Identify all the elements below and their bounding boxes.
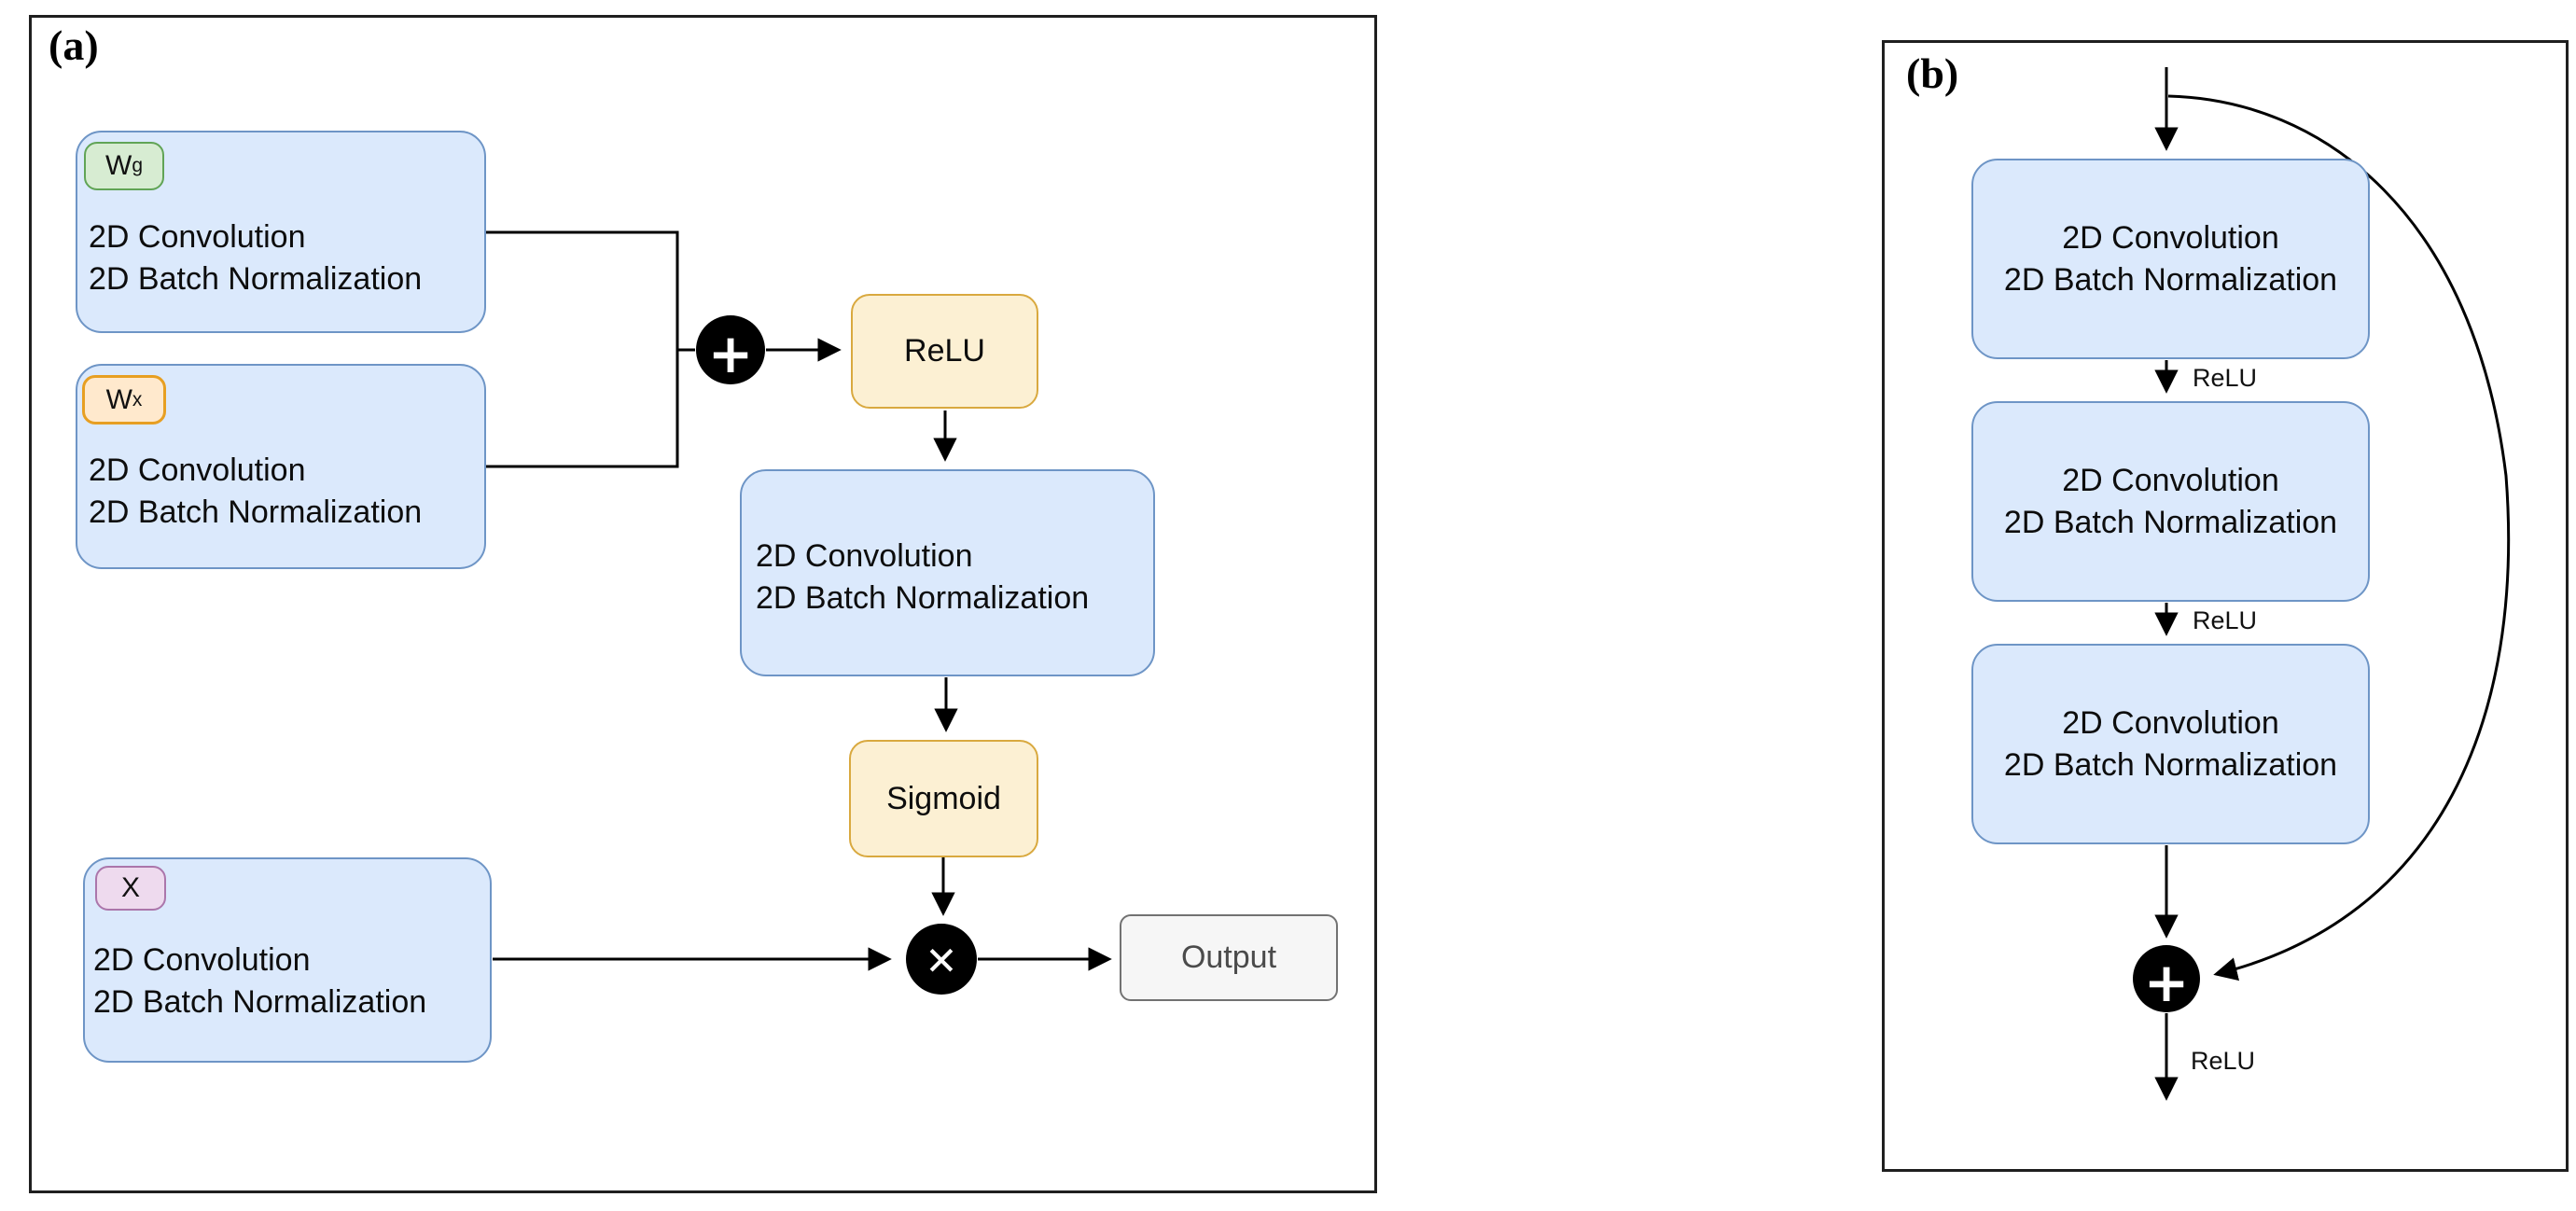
wx-line2: 2D Batch Normalization [89,494,423,530]
panel-a-border [29,15,1377,1193]
panel-b-label: (b) [1906,49,1959,97]
residual-block-2-text: 2D Convolution 2D Batch Normalization [2004,460,2337,544]
relu-inline-label-3: ReLU [2191,1047,2256,1075]
x-tag-main: X [120,872,140,903]
output-box: Output [1120,914,1338,1001]
b3-line1: 2D Convolution [2062,704,2279,741]
relu-label: ReLU [904,333,985,369]
b3-line2: 2D Batch Normalization [2003,746,2338,783]
gate-conv-line1: 2D Convolution [756,538,973,574]
sigmoid-activation-box: Sigmoid [849,740,1038,857]
residual-conv-block-1: 2D Convolution 2D Batch Normalization [1971,159,2370,359]
relu-inline-label-2: ReLU [2193,606,2258,634]
wx-tag-main: W [105,383,132,415]
wx-line1: 2D Convolution [89,452,306,488]
gate-conv-line2: 2D Batch Normalization [756,580,1090,616]
b1-line1: 2D Convolution [2062,219,2279,256]
residual-conv-block-3: 2D Convolution 2D Batch Normalization [1971,644,2370,844]
panel-a-label: (a) [49,21,99,69]
wg-tag-main: W [104,150,132,181]
sigmoid-label: Sigmoid [886,780,1001,816]
wg-line1: 2D Convolution [89,219,306,255]
x-tag: X [95,866,166,911]
gate-conv-text: 2D Convolution 2D Batch Normalization [756,536,1089,619]
wg-line2: 2D Batch Normalization [89,261,423,297]
relu-activation-box: ReLU [851,294,1038,409]
wx-conv-block [76,364,486,569]
residual-conv-block-2: 2D Convolution 2D Batch Normalization [1971,401,2370,602]
relu-inline-label-1: ReLU [2193,364,2258,392]
b1-line2: 2D Batch Normalization [2003,261,2338,298]
b2-line2: 2D Batch Normalization [2003,504,2338,540]
output-label: Output [1180,940,1277,975]
b2-line1: 2D Convolution [2062,462,2279,498]
x-block-text: 2D Convolution 2D Batch Normalization [93,940,426,1023]
panel-b-border [1882,40,2569,1172]
residual-block-3-text: 2D Convolution 2D Batch Normalization [2004,703,2337,786]
wx-block-text: 2D Convolution 2D Batch Normalization [89,450,422,534]
gate-conv-block [740,469,1155,676]
x-line2: 2D Batch Normalization [93,984,427,1020]
wg-block-text: 2D Convolution 2D Batch Normalization [89,216,422,300]
x-line1: 2D Convolution [93,942,311,978]
residual-block-1-text: 2D Convolution 2D Batch Normalization [2004,217,2337,301]
